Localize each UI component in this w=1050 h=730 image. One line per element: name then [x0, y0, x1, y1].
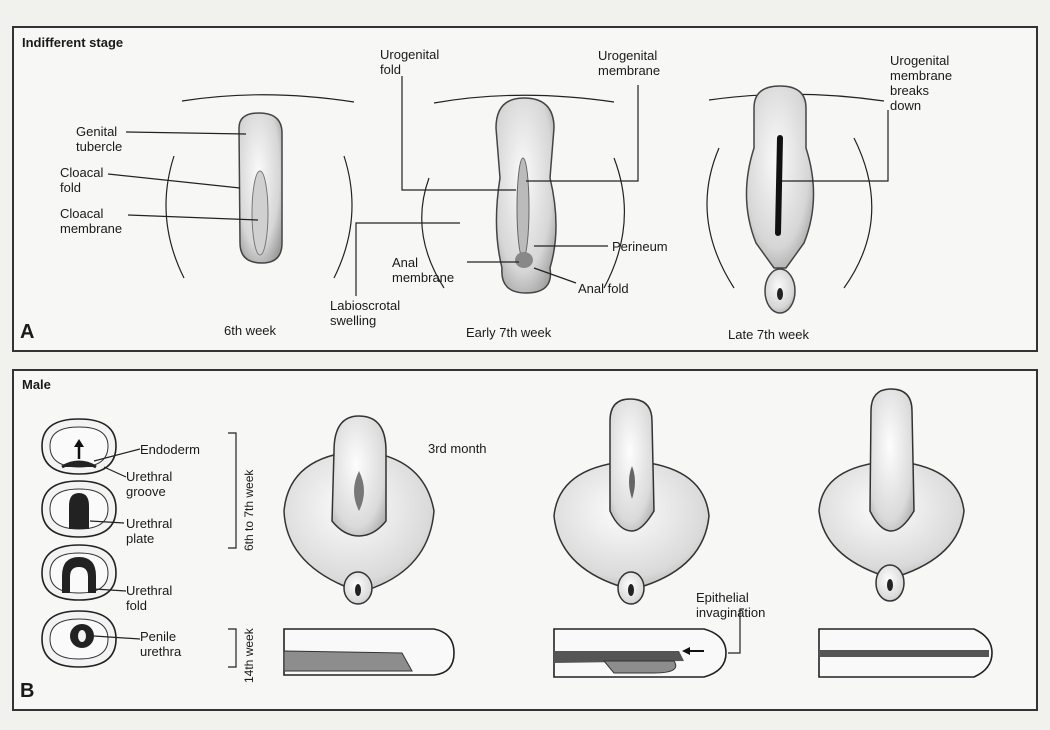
label-urethral-plate: Urethral plate [126, 516, 173, 546]
longitudinal-section-3 [818, 628, 993, 678]
panel-a-illustrations [107, 76, 889, 314]
label-epithelial-invagination: Epithelial invagination [696, 590, 766, 620]
stage-caption-late-7th-week: Late 7th week [728, 327, 809, 342]
label-cloacal-fold: Cloacal fold [60, 165, 104, 195]
label-penile-urethra: Penile urethra [140, 629, 182, 659]
panel-a-letter: A [20, 321, 35, 343]
label-urogenital-fold: Urogenital fold [380, 47, 440, 77]
panel-b-title: Male [22, 377, 51, 392]
label-labioscrotal-swelling: Labioscrotal swelling [330, 298, 401, 328]
panel-b-illustrations [41, 388, 993, 678]
stage-caption-6th-week: 6th week [224, 323, 277, 338]
label-urogenital-membrane: Urogenital membrane [598, 48, 661, 78]
cross-section-urethral-plate [41, 480, 117, 538]
label-anal-membrane: Anal membrane [392, 255, 455, 285]
stage-caption-early-7th-week: Early 7th week [466, 325, 552, 340]
panel-a-leader-lines [107, 76, 889, 296]
cross-section-urethral-fold [41, 544, 117, 601]
figure-male-stage-2 [553, 398, 710, 605]
cross-section-endoderm [41, 418, 117, 475]
panel-b-letter: B [20, 680, 35, 702]
figure-6th-week [165, 94, 355, 279]
label-perineum: Perineum [612, 239, 668, 254]
label-urethral-groove: Urethral groove [126, 469, 173, 499]
panel-b-leader-lines [89, 448, 141, 640]
figure-early-7th-week [421, 94, 626, 294]
longitudinal-section-1 [283, 628, 455, 676]
label-anal-fold: Anal fold [578, 281, 629, 296]
figure-late-7th-week [706, 85, 885, 314]
label-genital-tubercle: Genital tubercle [76, 124, 123, 154]
longitudinal-section-2 [553, 608, 744, 678]
bracket-label-6th-to-7th-week: 6th to 7th week [242, 469, 256, 551]
figure-male-stage-3 [818, 388, 965, 602]
bracket-label-14th-week: 14th week [242, 628, 256, 683]
label-3rd-month: 3rd month [428, 441, 487, 456]
label-urethral-fold: Urethral fold [126, 583, 173, 613]
label-endoderm: Endoderm [140, 442, 200, 457]
age-brackets [228, 432, 237, 668]
label-cloacal-membrane: Cloacal membrane [60, 206, 123, 236]
panel-a-title: Indifferent stage [22, 35, 124, 50]
figure-male-stage-1 [283, 415, 435, 605]
label-urogenital-membrane-breaks-down: Urogenital membrane breaks down [890, 53, 953, 113]
panel-indifferent-stage: Indifferent stage A Genital tubercle Clo… [12, 26, 1038, 352]
panel-male: Male B Endoderm Urethral groove Urethral… [12, 369, 1038, 711]
cross-section-penile-urethra [41, 610, 117, 668]
